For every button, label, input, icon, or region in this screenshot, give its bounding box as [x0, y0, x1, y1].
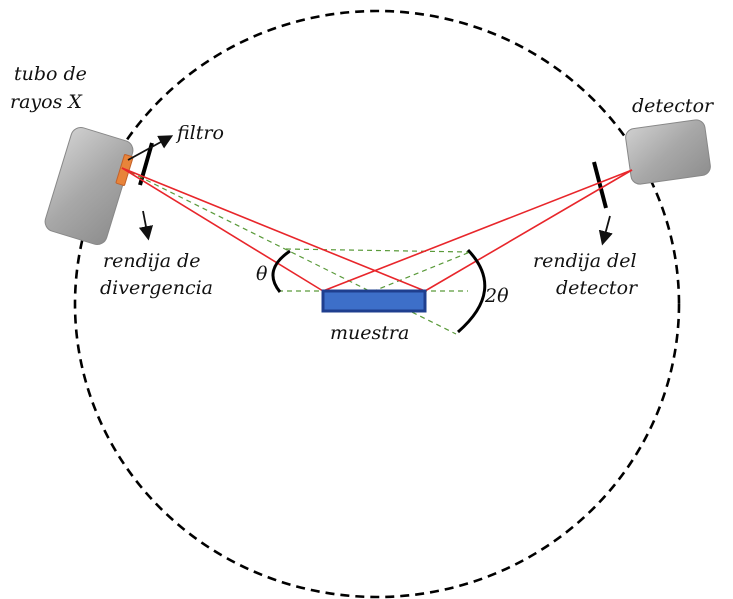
two-theta-label: 2θ: [484, 285, 509, 307]
divergence-slit-label-line2: divergencia: [100, 277, 213, 299]
tube-label-line1: tubo de: [14, 63, 87, 85]
xray-beams: [121, 167, 633, 292]
filter-label: filtro: [175, 122, 224, 144]
detector-slit-arrow: [598, 215, 613, 246]
divergence-slit-label-line1: rendija de: [103, 250, 200, 272]
theta-arc: [271, 249, 291, 293]
detector-label: detector: [632, 95, 715, 117]
detector-slit-label-line2: detector: [556, 277, 639, 299]
theta-label: θ: [256, 263, 268, 285]
tube-label-line2: rayos X: [10, 91, 83, 113]
detector-slit-label-line1: rendija del: [533, 250, 637, 272]
detector: [625, 119, 711, 185]
xray-tube: [44, 126, 134, 246]
goniometer-circle: [73, 9, 681, 599]
filter-arrow: [127, 135, 174, 161]
detector-slit: [592, 161, 608, 209]
two-theta-arc: [457, 248, 487, 334]
sample: [321, 289, 427, 313]
divergence-slit-arrow: [138, 210, 154, 241]
sample-label: muestra: [330, 322, 409, 344]
